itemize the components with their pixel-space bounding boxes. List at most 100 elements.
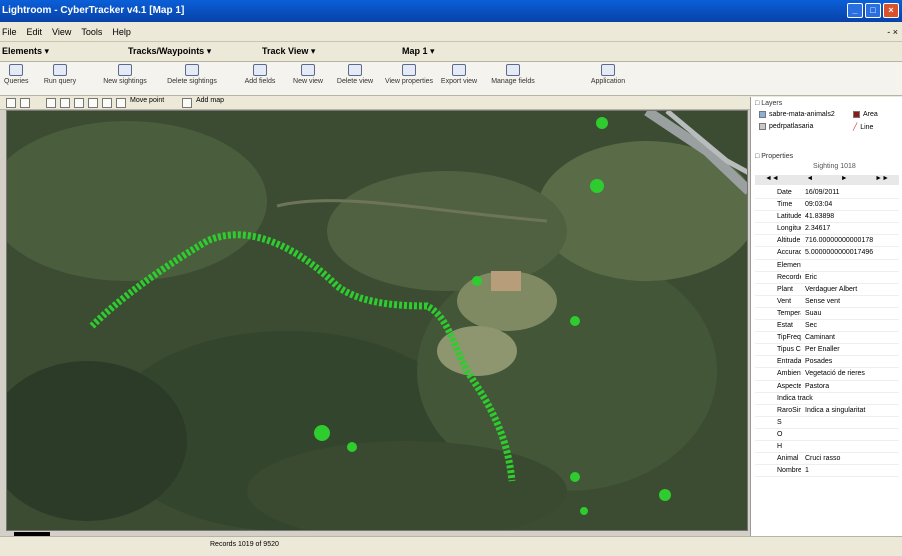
property-value[interactable]: Eric xyxy=(805,273,818,281)
select-icon[interactable] xyxy=(46,98,56,108)
prev-record-button[interactable]: ◄ xyxy=(806,175,814,182)
panel-tracks[interactable]: Tracks/Waypoints ▾ xyxy=(128,46,211,57)
menu-help[interactable]: Help xyxy=(112,26,131,37)
layer-item[interactable]: sabre-mata-animals2 xyxy=(759,111,835,118)
pan-icon[interactable] xyxy=(60,98,70,108)
sighting-marker[interactable] xyxy=(472,276,482,286)
property-value[interactable]: 5.0000000000017496 xyxy=(805,249,874,257)
property-value[interactable]: Sec xyxy=(805,322,818,330)
new-view-button[interactable]: New view xyxy=(290,64,326,85)
property-value[interactable]: Posades xyxy=(805,358,833,366)
manage-fields-button[interactable]: Manage fields xyxy=(486,64,540,85)
property-value[interactable] xyxy=(801,429,899,440)
export-view-button[interactable]: Export view xyxy=(440,64,478,85)
panel-elements[interactable]: Elements ▾ xyxy=(2,46,49,57)
property-row[interactable]: H xyxy=(755,441,899,454)
layer-item[interactable]: Area xyxy=(853,111,878,118)
property-row[interactable]: S xyxy=(755,417,899,429)
sighting-marker[interactable] xyxy=(570,316,580,326)
layer-item[interactable]: ╱Line xyxy=(853,123,873,132)
property-row[interactable]: RecordedEric xyxy=(755,272,899,284)
layer-item[interactable]: pedrpatlasaria xyxy=(759,123,813,130)
new-sightings-button[interactable]: New sightings xyxy=(100,64,150,85)
run-query-button[interactable]: Run query xyxy=(40,64,80,85)
property-value[interactable]: Per Enaller xyxy=(805,346,840,354)
menu-view[interactable]: View xyxy=(52,26,72,37)
move-point-icon[interactable] xyxy=(116,98,126,108)
property-value[interactable]: 2.34617 xyxy=(805,225,831,233)
sighting-marker[interactable] xyxy=(659,489,671,501)
property-row[interactable]: TemperatureSuau xyxy=(755,308,899,321)
delete-sightings-button[interactable]: Delete sightings xyxy=(162,64,222,85)
view-properties-button[interactable]: View properties xyxy=(384,64,434,85)
zoom-out-icon[interactable] xyxy=(20,98,30,108)
property-row[interactable]: Elements Like xyxy=(755,260,899,272)
property-value[interactable]: 41.83898 xyxy=(805,213,835,221)
move-point-label[interactable]: Move point xyxy=(130,97,165,104)
property-value[interactable] xyxy=(801,260,899,271)
last-record-button[interactable]: ►► xyxy=(875,175,889,182)
property-row[interactable]: RaroSingularsIndica a singularitat xyxy=(755,405,899,417)
pencil-icon[interactable] xyxy=(102,98,112,108)
property-value[interactable]: 716.00000000000178 xyxy=(805,237,874,245)
property-row[interactable]: Accuracy5.0000000000017496 xyxy=(755,247,899,260)
draw-icon[interactable] xyxy=(88,98,98,108)
menu-file[interactable]: File xyxy=(2,26,17,37)
sighting-marker[interactable] xyxy=(347,442,357,452)
property-row[interactable]: O xyxy=(755,429,899,441)
zoom-in-icon[interactable] xyxy=(6,98,16,108)
sighting-marker[interactable] xyxy=(570,472,580,482)
delete-view-button[interactable]: Delete view xyxy=(334,64,376,85)
property-row[interactable]: Indica track xyxy=(755,393,899,405)
property-value[interactable]: 1 xyxy=(805,467,809,475)
close-button[interactable]: × xyxy=(883,3,899,18)
property-value[interactable]: 16/09/2011 xyxy=(805,189,840,196)
sighting-marker[interactable] xyxy=(590,179,604,193)
property-value[interactable]: 09:03:04 xyxy=(805,201,833,209)
property-value[interactable]: Pastora xyxy=(805,382,830,390)
panel-track-view[interactable]: Track View ▾ xyxy=(262,46,315,57)
property-value[interactable]: Sense vent xyxy=(805,297,841,305)
property-row[interactable]: Tipus CaminoPer Enaller xyxy=(755,344,899,357)
queries-button[interactable]: Queries xyxy=(4,64,29,85)
add-map-icon[interactable] xyxy=(182,98,192,108)
property-value[interactable]: Indica a singularitat xyxy=(805,406,866,414)
next-record-button[interactable]: ► xyxy=(840,175,848,182)
property-row[interactable]: TipFreqsCaminant xyxy=(755,332,899,345)
property-value[interactable] xyxy=(801,441,899,452)
maximize-button[interactable]: □ xyxy=(865,3,881,18)
sighting-marker[interactable] xyxy=(314,425,330,441)
property-row[interactable]: Longitude2.34617 xyxy=(755,223,899,236)
property-value[interactable] xyxy=(801,417,899,428)
measure-icon[interactable] xyxy=(74,98,84,108)
mdi-controls[interactable]: - × xyxy=(887,26,898,37)
first-record-button[interactable]: ◄◄ xyxy=(765,175,779,182)
menu-edit[interactable]: Edit xyxy=(26,26,43,37)
property-value[interactable]: Suau xyxy=(805,309,822,317)
add-fields-button[interactable]: Add fields xyxy=(242,64,278,85)
minimize-button[interactable]: _ xyxy=(847,3,863,18)
property-value[interactable]: Cruci rasso xyxy=(805,455,841,463)
menu-tools[interactable]: Tools xyxy=(81,26,103,37)
property-value[interactable]: Vegetació de rieres xyxy=(805,370,865,378)
sighting-marker[interactable] xyxy=(596,117,608,129)
application-button[interactable]: Application xyxy=(584,64,632,85)
panel-map[interactable]: Map 1 ▾ xyxy=(402,46,435,57)
map-view[interactable] xyxy=(6,110,748,531)
property-value[interactable]: Verdaguer Albert xyxy=(805,285,858,293)
property-row[interactable]: AmbientacióVegetació de rieres xyxy=(755,368,899,381)
add-map-label[interactable]: Add map xyxy=(196,97,225,104)
sighting-marker[interactable] xyxy=(580,507,588,515)
property-value[interactable]: Caminant xyxy=(805,334,835,342)
